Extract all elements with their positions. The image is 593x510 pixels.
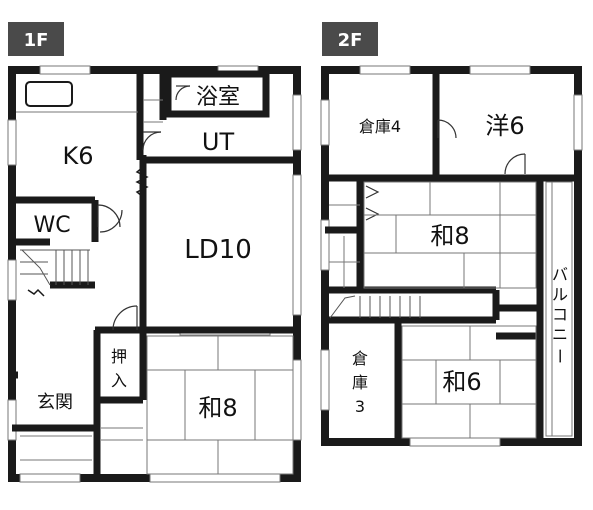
room-closet-line1: 押 bbox=[111, 347, 127, 366]
room-storage-4: 倉庫4 bbox=[359, 117, 401, 136]
room-living-dining: LD10 bbox=[184, 235, 252, 265]
room-storage-3-line3: 3 bbox=[355, 397, 365, 416]
room-bath: 浴室 bbox=[196, 85, 240, 110]
balcony-char-1: バ bbox=[552, 265, 568, 284]
floor-tag-2f-text: 2F bbox=[338, 30, 363, 51]
room-storage-3-line1: 倉 bbox=[352, 349, 368, 368]
floor-tag-2f: 2F bbox=[322, 22, 378, 56]
room-kitchen: K6 bbox=[62, 142, 93, 170]
room-utility: UT bbox=[202, 128, 235, 156]
room-closet-line2: 入 bbox=[111, 371, 127, 390]
balcony-char-4: ニ bbox=[552, 325, 568, 344]
room-storage-3-line2: 庫 bbox=[352, 373, 368, 392]
room-toilet: WC bbox=[33, 213, 70, 238]
balcony-char-3: コ bbox=[552, 305, 568, 324]
plan-2f: 倉庫4 洋6 和8 倉 庫 3 和6 バ ル コ ニ ー bbox=[320, 65, 583, 447]
floor-tag-1f-text: 1F bbox=[24, 30, 49, 51]
floor-tag-1f: 1F bbox=[8, 22, 64, 56]
room-western: 洋6 bbox=[485, 112, 524, 140]
room-japanese-6-2f: 和6 bbox=[442, 368, 481, 396]
plan-1f: 浴室 UT K6 WC LD10 押 入 玄関 和8 bbox=[7, 65, 302, 483]
balcony-char-2: ル bbox=[552, 285, 568, 304]
room-entrance: 玄関 bbox=[37, 392, 73, 413]
room-japanese-1f: 和8 bbox=[198, 394, 237, 422]
room-japanese-8-2f: 和8 bbox=[430, 222, 469, 250]
balcony-char-5: ー bbox=[550, 348, 569, 364]
